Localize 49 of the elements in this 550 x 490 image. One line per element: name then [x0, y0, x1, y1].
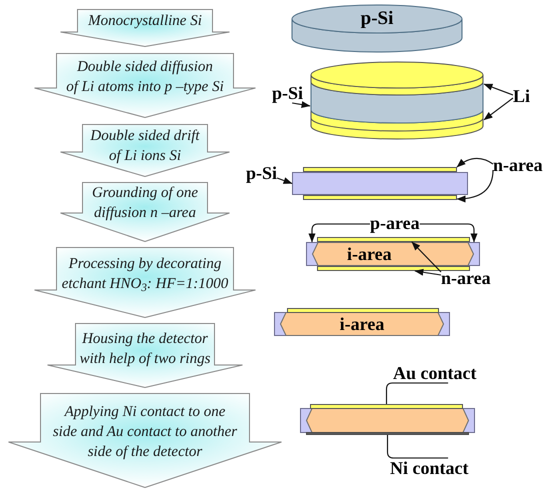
leader-arrow	[484, 84, 514, 96]
part-label: p-area	[370, 213, 420, 233]
process-step-callout	[60, 9, 230, 47]
leader-arrow	[456, 170, 494, 202]
region-label: i-area	[347, 244, 392, 264]
n-layer-strip	[303, 167, 457, 172]
part-label: Li	[513, 86, 530, 106]
wafer-bar	[292, 172, 468, 195]
step-text: Double sided diffusion of Li atoms into p –type Si	[66, 58, 224, 97]
n-layer-strip	[317, 237, 470, 242]
lithium-layer	[310, 61, 484, 96]
leader-arrow	[456, 158, 494, 168]
process-step-callout	[8, 393, 282, 488]
part-label: n-area	[441, 268, 491, 288]
part-label: Au contact	[393, 363, 476, 383]
step-text: Housing the detector with help of two rings	[80, 330, 210, 369]
region-label: i-area	[340, 314, 384, 334]
part-label: p-Si	[246, 163, 278, 183]
leader-arrow	[308, 223, 370, 242]
leader-line	[386, 382, 448, 404]
lithium-layer	[310, 109, 484, 140]
process-step-callout	[47, 323, 243, 388]
leader-line	[386, 435, 448, 459]
process-step-callout	[34, 53, 256, 118]
process-step-callout	[60, 182, 230, 242]
leader-arrow	[411, 242, 442, 272]
step-text: Grounding of one diffusion n –area	[92, 184, 198, 223]
disk-label: p-Si	[360, 8, 394, 30]
part-label: Ni contact	[390, 458, 468, 478]
wafer-layer	[310, 81, 484, 124]
step-text: Applying Ni contact to one side and Au contact to another side of the detector	[52, 403, 238, 462]
part-label: p-Si	[272, 83, 304, 103]
step-text: Monocrystalline Si	[88, 12, 202, 31]
leader-arrow	[420, 223, 478, 242]
process-step-callout	[34, 247, 256, 318]
intrinsic-region	[312, 242, 474, 266]
wafer-disk	[291, 4, 463, 53]
leader-arrow	[292, 101, 310, 108]
n-layer-strip	[303, 195, 457, 200]
contact-layer	[306, 432, 469, 435]
n-layer-strip	[317, 266, 470, 271]
leader-arrow	[484, 98, 514, 120]
step-text: Processing by decorating etchant HNO$_{3}$: HF=1:1000	[62, 255, 228, 294]
leader-arrow	[414, 268, 442, 276]
leader-arrow	[276, 177, 292, 184]
contact-layer	[310, 404, 463, 409]
step-text: Double sided drift of Li ions Si	[90, 127, 200, 166]
process-step-callout	[60, 124, 230, 177]
part-label: n-area	[493, 155, 543, 175]
